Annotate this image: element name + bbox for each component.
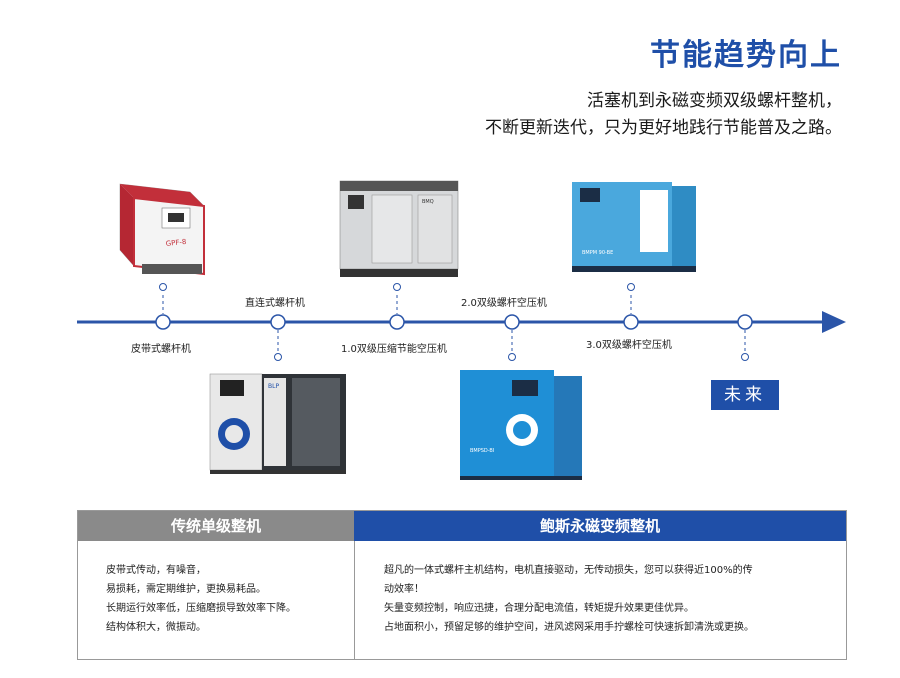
traditional-header: 传统单级整机 [78,511,354,541]
timeline-node [389,314,405,330]
timeline-label-v2: 2.0双级螺杆空压机 [461,298,547,309]
traditional-feature: 易损耗，需定期维护，更换易耗品。 [106,584,266,595]
column-divider [354,541,355,659]
baosi-header: 鲍斯永磁变频整机 [354,511,846,541]
v1-machine-badge: BMQ [422,199,434,205]
subtitle-line-2: 不断更新迭代，只为更好地践行节能普及之路。 [485,118,842,138]
direct-machine-brand: BLP [268,383,279,390]
connector-dot [627,283,635,291]
belt-machine-badge: GPF-8 [165,238,186,248]
timeline-node [270,314,286,330]
baosi-feature: 矢量变频控制，响应迅捷，合理分配电流值，转矩提升效果更佳优异。 [384,603,694,614]
timeline-node [623,314,639,330]
baosi-feature: 动效率！ [384,584,424,595]
timeline-label-v1: 1.0双级压缩节能空压机 [341,344,447,355]
v2-machine-badge: BMPSD-BI [470,448,494,454]
connector-dot [159,283,167,291]
timeline-label-v3: 3.0双级螺杆空压机 [586,340,672,351]
traditional-feature: 结构体积大，微振动。 [106,622,206,633]
v1-machine-image: BMQ [339,180,459,277]
timeline-node [155,314,171,330]
timeline-node [504,314,520,330]
page-title: 节能趋势向上 [650,38,842,73]
connector-dot [393,283,401,291]
traditional-feature: 皮带式传动，有噪音， [106,565,206,576]
traditional-features: 皮带式传动，有噪音， 易损耗，需定期维护，更换易耗品。 长期运行效率低，压缩磨损… [106,561,296,637]
connector-dot [508,353,516,361]
subtitle-line-1: 活塞机到永磁变频双级螺杆整机， [587,91,842,111]
timeline-arrowhead [822,311,846,333]
subtitle: 活塞机到永磁变频双级螺杆整机， 不断更新迭代，只为更好地践行节能普及之路。 [485,88,842,142]
future-badge: 未来 [711,380,779,410]
baosi-features: 超凡的一体式螺杆主机结构，电机直接驱动，无传动损失，您可以获得近100%的传 动… [384,561,824,637]
connector-dot [274,353,282,361]
v2-machine-image: BMPSD-BI [460,370,582,480]
traditional-feature: 长期运行效率低，压缩磨损导致效率下降。 [106,603,296,614]
baosi-feature: 占地面积小，预留足够的维护空间，进风滤网采用手拧螺栓可快速拆卸清洗或更换。 [384,622,754,633]
baosi-feature: 超凡的一体式螺杆主机结构，电机直接驱动，无传动损失，您可以获得近100%的传 [384,565,753,576]
belt-screw-machine-image: GPF-8 [119,183,205,276]
timeline-label-belt: 皮带式螺杆机 [131,344,191,355]
timeline-node [737,314,753,330]
connector-dot [741,353,749,361]
comparison-table: 传统单级整机 鲍斯永磁变频整机 皮带式传动，有噪音， 易损耗，需定期维护，更换易… [77,510,847,660]
direct-screw-machine-image: BLP [209,373,346,474]
v3-machine-badge: BMPM 90-BE [582,250,613,256]
v3-machine-image: BMPM 90-BE [572,182,696,272]
timeline-label-direct: 直连式螺杆机 [245,298,305,309]
